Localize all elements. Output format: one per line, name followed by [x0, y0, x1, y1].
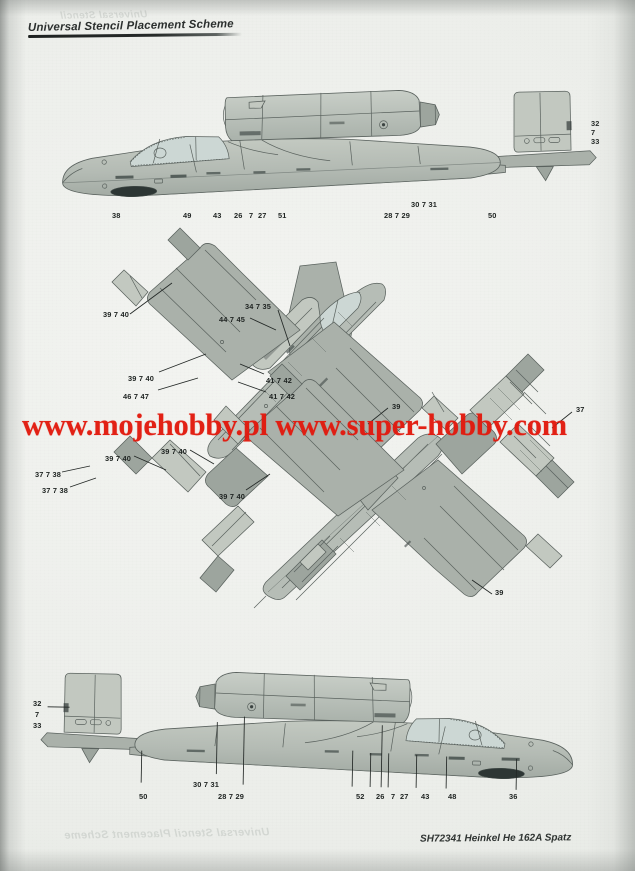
view-lower-plan — [213, 353, 575, 609]
callout-label-p39b: 39 7 40 — [128, 374, 155, 383]
callout-label-c7a: 7 — [249, 211, 254, 220]
callout-label-b52: 52 — [356, 792, 365, 801]
callout-label-b36: 36 — [509, 792, 518, 801]
callout-label-p37a: 37 7 38 — [35, 470, 62, 479]
callout-label-b26: 26 — [376, 792, 385, 801]
callout-label-c26: 26 — [234, 211, 243, 220]
callout-label-b7a: 7 — [35, 710, 40, 719]
callout-label-p41a: 41 7 42 — [266, 376, 293, 385]
callout-label-p39a: 39 7 40 — [103, 310, 130, 319]
callout-label-b27: 27 — [400, 792, 409, 801]
site-watermark: www.mojehobby.pl www.super-hobby.com — [22, 408, 568, 442]
callout-label-c30731: 30 7 31 — [411, 200, 438, 209]
callout-label-l39b: 39 — [495, 588, 504, 597]
callout-label-c27: 27 — [258, 211, 267, 220]
callout-label-p34735: 34 7 35 — [245, 302, 272, 311]
callout-label-b32: 32 — [33, 699, 42, 708]
callout-label-c50: 50 — [488, 211, 497, 220]
callout-label-c7b: 7 — [591, 129, 595, 137]
callout-label-c49: 49 — [183, 211, 192, 220]
callout-label-b30731: 30 7 31 — [193, 780, 220, 789]
scan-edge-top — [0, 0, 635, 16]
callout-label-c43: 43 — [213, 211, 222, 220]
callout-label-b48: 48 — [448, 792, 457, 801]
view-port-side-profile — [62, 90, 597, 198]
scan-edge-bottom — [0, 849, 635, 871]
callout-label-c28729: 28 7 29 — [384, 211, 411, 220]
scan-edge-right — [587, 0, 635, 871]
callout-label-b28729: 28 7 29 — [218, 792, 245, 801]
callout-label-l37: 37 — [576, 405, 585, 414]
callout-label-b43: 43 — [421, 792, 430, 801]
callout-label-c32: 32 — [591, 120, 600, 128]
callout-label-c38: 38 — [112, 211, 121, 220]
callout-label-p46747: 46 7 47 — [123, 392, 150, 401]
callout-label-b7b: 7 — [391, 792, 396, 801]
callout-label-p37b: 37 7 38 — [42, 486, 69, 495]
page-title: Universal Stencil Placement Scheme — [27, 18, 234, 34]
callout-label-p39d: 39 7 40 — [161, 447, 188, 456]
callout-label-b50: 50 — [139, 792, 148, 801]
kit-reference-caption: SH72341 Heinkel He 162A Spatz — [419, 832, 572, 845]
callout-label-p44745: 44 7 45 — [219, 315, 246, 324]
callout-label-p41b: 41 7 42 — [269, 392, 296, 401]
view-starboard-side-profile — [40, 672, 573, 790]
callout-label-p39c: 39 7 40 — [105, 454, 132, 463]
callout-label-l39a: 39 — [392, 402, 401, 411]
callout-label-c33: 33 — [591, 138, 600, 146]
page-header: Universal Stencil Placement Scheme — [27, 18, 243, 38]
callout-label-b33: 33 — [33, 721, 42, 730]
callout-label-c51: 51 — [278, 211, 287, 220]
callout-label-p39e: 39 7 40 — [219, 492, 246, 501]
view-upper-plan-body — [61, 227, 459, 593]
scan-edge-left — [0, 0, 26, 871]
